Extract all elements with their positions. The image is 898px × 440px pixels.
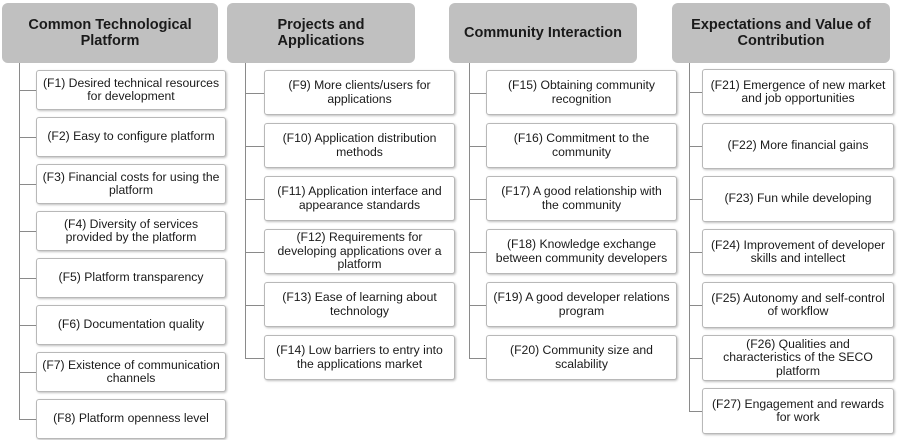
factor-box: (F10) Application distribution methods	[264, 123, 455, 168]
connector-trunk	[689, 63, 690, 411]
factor-box: (F1) Desired technical resources for dev…	[36, 70, 226, 110]
factor-box: (F9) More clients/users for applications	[264, 70, 455, 115]
connector-branch	[245, 251, 264, 253]
category-header-3: Community Interaction	[449, 3, 637, 63]
factor-box: (F5) Platform transparency	[36, 258, 226, 298]
category-header-1: Common Technological Platform	[2, 3, 218, 63]
factor-box: (F23) Fun while developing	[702, 176, 894, 222]
connector-trunk	[245, 63, 246, 358]
factor-box: (F4) Diversity of services provided by t…	[36, 211, 226, 251]
factor-box: (F14) Low barriers to entry into the app…	[264, 335, 455, 380]
factor-box: (F24) Improvement of developer skills an…	[702, 229, 894, 275]
connector-branch	[19, 90, 36, 91]
connector-trunk	[19, 63, 20, 419]
factor-box: (F27) Engagement and rewards for work	[702, 388, 894, 434]
factor-box: (F12) Requirements for developing applic…	[264, 229, 455, 274]
connector-branch	[19, 419, 36, 420]
connector-branch	[19, 278, 36, 279]
connector-branch	[245, 357, 264, 359]
factor-box: (F26) Qualities and characteristics of t…	[702, 335, 894, 381]
connector-branch	[19, 137, 36, 138]
connector-branch	[245, 92, 264, 94]
connector-branch	[469, 357, 486, 359]
factor-box: (F13) Ease of learning about technology	[264, 282, 455, 327]
factor-box: (F21) Emergence of new market and job op…	[702, 69, 894, 115]
connector-branch	[245, 198, 264, 200]
connector-branch	[19, 184, 36, 185]
connector-branch	[689, 358, 702, 359]
connector-branch	[469, 198, 486, 200]
connector-branch	[245, 145, 264, 147]
factor-box: (F22) More financial gains	[702, 123, 894, 169]
connector-branch	[689, 411, 702, 412]
connector-branch	[245, 304, 264, 306]
connector-branch	[689, 92, 702, 93]
factor-box: (F20) Community size and scalability	[486, 335, 677, 380]
category-header-4: Expectations and Value of Contribution	[672, 3, 890, 63]
connector-branch	[469, 251, 486, 253]
factor-box: (F2) Easy to configure platform	[36, 117, 226, 157]
factor-box: (F18) Knowledge exchange between communi…	[486, 229, 677, 274]
factor-box: (F15) Obtaining community recognition	[486, 70, 677, 115]
factor-box: (F3) Financial costs for using the platf…	[36, 164, 226, 204]
connector-branch	[19, 372, 36, 373]
connector-trunk	[469, 63, 470, 358]
factor-box: (F19) A good developer relations program	[486, 282, 677, 327]
connector-branch	[19, 231, 36, 232]
connector-branch	[469, 92, 486, 94]
factor-box: (F8) Platform openness level	[36, 399, 226, 439]
connector-branch	[19, 325, 36, 326]
connector-branch	[689, 305, 702, 306]
connector-branch	[689, 146, 702, 147]
connector-branch	[689, 252, 702, 253]
connector-branch	[469, 304, 486, 306]
factor-box: (F7) Existence of communication channels	[36, 352, 226, 392]
factor-box: (F25) Autonomy and self-control of workf…	[702, 282, 894, 328]
factor-box: (F11) Application interface and appearan…	[264, 176, 455, 221]
factor-box: (F6) Documentation quality	[36, 305, 226, 345]
factor-box: (F16) Commitment to the community	[486, 123, 677, 168]
factor-box: (F17) A good relationship with the commu…	[486, 176, 677, 221]
connector-branch	[689, 199, 702, 200]
category-header-2: Projects and Applications	[227, 3, 415, 63]
connector-branch	[469, 145, 486, 147]
